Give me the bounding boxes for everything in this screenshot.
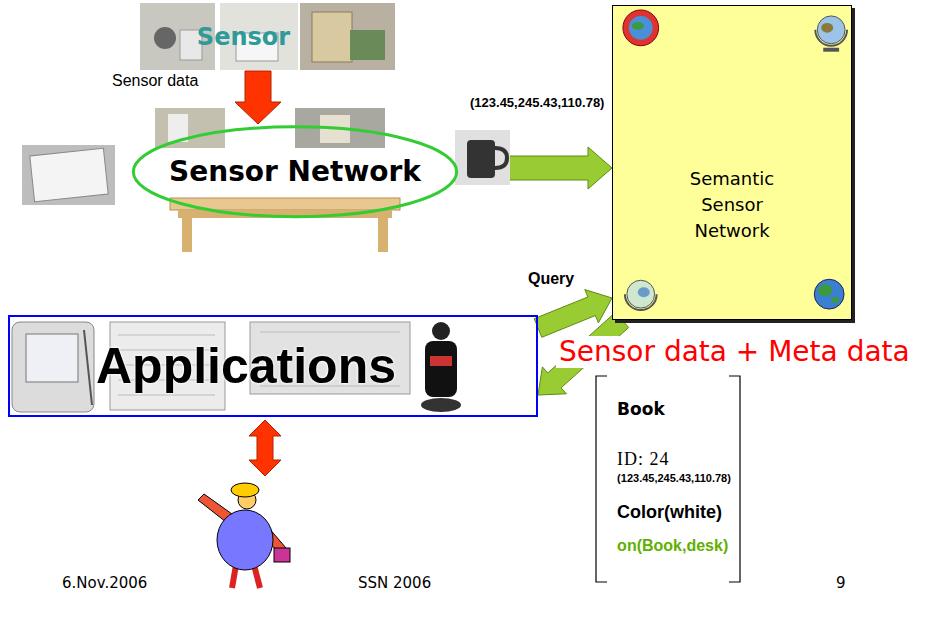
network-photos <box>22 108 510 252</box>
globe-icon-part <box>814 279 844 309</box>
sensor-photos-part <box>300 3 395 70</box>
object-id: ID: 24 <box>617 449 670 470</box>
network-ellipse: Sensor Network <box>130 124 460 220</box>
user-figure-part <box>231 483 259 497</box>
object-coordinates: (123.45,245.43,110.78) <box>617 472 731 484</box>
semantic-title: Semantic Sensor Network <box>682 166 782 244</box>
application-screens-part <box>421 398 461 412</box>
edge-label: Sensor data <box>112 72 198 90</box>
edge-label: (123.45,245.43,110.78) <box>470 95 604 110</box>
globe-icon-part <box>638 287 650 297</box>
footer-text: SSN 2006 <box>358 574 431 592</box>
application-screens-part <box>118 335 215 336</box>
globe-icon-part <box>623 10 659 46</box>
application-screens-part <box>118 395 215 396</box>
sensor-photos <box>140 3 395 70</box>
globe-icon <box>815 16 847 52</box>
application-screens-part <box>12 322 94 412</box>
network-photos-part <box>22 145 115 205</box>
edge-label: Query <box>528 270 574 288</box>
user-arrow <box>249 420 281 476</box>
applications-title: Applications <box>96 337 396 395</box>
data-arrow <box>235 71 281 124</box>
sensor-photos-part <box>312 12 352 62</box>
sensor-title: Sensor <box>197 23 290 51</box>
application-screens-part <box>425 341 457 397</box>
globe-icon <box>814 279 844 309</box>
object-color: Color(white) <box>617 502 722 523</box>
network-photos-part <box>455 130 510 185</box>
applications-box: Applications <box>8 315 538 417</box>
network-photos-part <box>467 140 495 178</box>
globe-icon-part <box>831 297 839 303</box>
sensor-photos-part <box>350 30 385 60</box>
globe-icons <box>613 6 851 319</box>
user-figure-part <box>274 548 290 562</box>
globe-icon-part <box>627 280 655 308</box>
object-relation: on(Book,desk) <box>617 537 728 555</box>
globe-icon-part <box>821 23 833 33</box>
object-name: Book <box>617 399 665 419</box>
globe-icon <box>623 10 659 46</box>
application-screens-part <box>260 332 400 333</box>
globe-icon-part <box>818 284 832 296</box>
globe-icon-part <box>817 16 845 44</box>
application-screens <box>12 322 461 412</box>
network-photos-part <box>378 218 388 252</box>
application-screens-part <box>432 322 450 340</box>
globe-icon-part <box>629 16 653 40</box>
sensor-photo-group: Sensor <box>140 3 395 71</box>
network-title: Sensor Network <box>169 155 421 188</box>
network-photos-part <box>495 148 507 168</box>
footer-text: 9 <box>836 574 846 592</box>
bracket-outline <box>596 376 740 582</box>
application-screens-part <box>26 334 78 382</box>
footer-text: 6.Nov.2006 <box>62 574 147 592</box>
network-photos-part <box>182 218 192 252</box>
sensor-photos-part <box>154 27 176 49</box>
globe-icon-part <box>823 48 839 52</box>
user-figure <box>198 483 290 588</box>
metadata-bracket: BookID: 24 (123.45,245.43,110.78) Color(wh… <box>595 375 741 583</box>
ellipse-outline <box>133 127 456 217</box>
network-photos-part <box>30 148 108 201</box>
user-arrow-part <box>249 420 281 476</box>
edge-label: Sensor data + Meta data <box>556 336 913 368</box>
globe-icon-part <box>632 22 644 30</box>
globe-icon-part <box>815 30 847 46</box>
globe-icon-part <box>625 294 657 310</box>
semantic-box: Semantic Sensor Network <box>612 5 852 320</box>
globe-icon <box>625 280 657 310</box>
application-screens-part <box>430 356 452 366</box>
application-screens-part <box>84 330 92 405</box>
user-figure-part <box>217 510 273 570</box>
network-photos-part <box>155 108 225 148</box>
